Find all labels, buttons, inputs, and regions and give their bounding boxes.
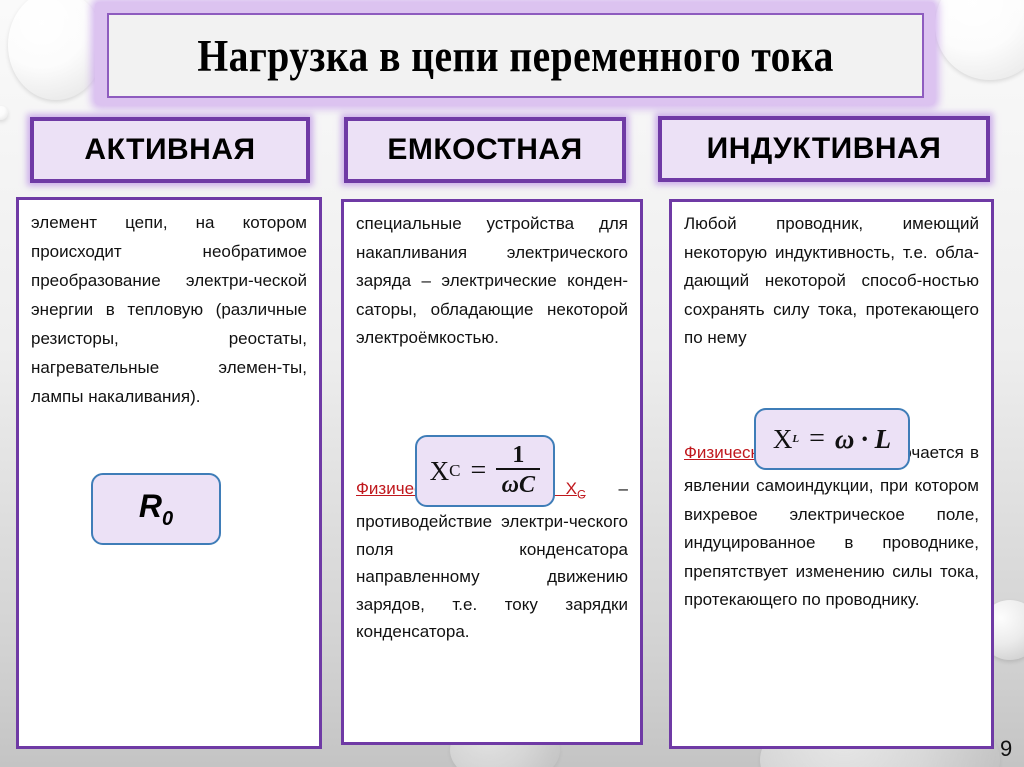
inductive-meaning: Физический смысл XL заключается в явлени… bbox=[684, 442, 979, 610]
page-number: 9 bbox=[1000, 736, 1013, 761]
page-title: Нагрузка в цепи переменного тока bbox=[197, 30, 834, 81]
formula-r0: R0 bbox=[91, 473, 221, 545]
decorative-bubble bbox=[935, 0, 1024, 80]
header-capacitive-label: ЕМКОСТНАЯ bbox=[387, 133, 583, 166]
header-inductive-label: ИНДУКТИВНАЯ bbox=[706, 132, 942, 165]
header-active: АКТИВНАЯ bbox=[30, 117, 310, 183]
capacitive-description: специальные устройства для накапливания … bbox=[356, 214, 628, 347]
header-capacitive: ЕМКОСТНАЯ bbox=[344, 117, 626, 183]
decorative-bubble bbox=[8, 0, 104, 100]
active-description: элемент цепи, на котором происходит необ… bbox=[31, 213, 307, 406]
inductive-description: Любой проводник, имеющий некоторую индук… bbox=[684, 214, 979, 347]
title-box: Нагрузка в цепи переменного тока bbox=[107, 13, 924, 98]
r0-symbol: R0 bbox=[138, 487, 174, 530]
header-inductive: ИНДУКТИВНАЯ bbox=[658, 116, 990, 182]
decorative-bubble bbox=[0, 106, 8, 120]
card-inductive: Любой проводник, имеющий некоторую индук… bbox=[669, 199, 994, 749]
header-active-label: АКТИВНАЯ bbox=[84, 133, 256, 166]
